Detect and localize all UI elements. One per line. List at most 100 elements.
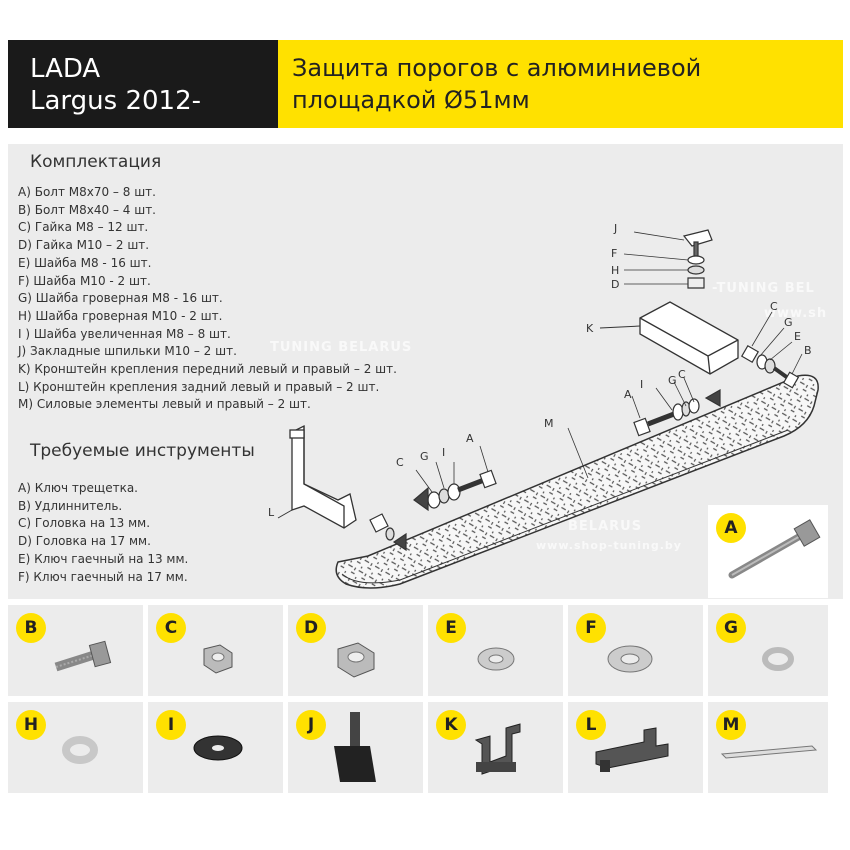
part-tile-f: F xyxy=(568,605,703,696)
kit-item: C) Гайка М8 – 12 шт. xyxy=(18,220,149,235)
part-tile-k: K xyxy=(428,702,563,793)
front-bracket xyxy=(639,301,739,375)
part-tile-a: A xyxy=(708,505,828,598)
kit-item: H) Шайба гроверная М10 - 2 шт. xyxy=(18,308,223,323)
label-c: C xyxy=(770,300,778,313)
kit-item: M) Силовые элементы левый и правый – 2 ш… xyxy=(18,397,311,412)
part-badge: D xyxy=(296,613,326,643)
label-i: I xyxy=(640,378,643,391)
product-line-1: Защита порогов с алюминиевой xyxy=(292,54,702,82)
brand-header: LADA Largus 2012- xyxy=(8,40,278,128)
label-b: B xyxy=(804,344,812,357)
part-tile-g: G xyxy=(708,605,828,696)
kit-title: Комплектация xyxy=(30,152,162,172)
label-g: G xyxy=(668,374,677,387)
kit-item: J) Закладные шпильки М10 – 2 шт. xyxy=(18,344,237,359)
kit-item: A) Болт М8х70 – 8 шт. xyxy=(18,185,156,199)
part-badge: E xyxy=(436,613,466,643)
right-fasteners xyxy=(740,311,803,389)
label-m: M xyxy=(544,417,554,430)
left-fasteners xyxy=(369,427,589,552)
part-badge: H xyxy=(16,710,46,740)
kit-item: I ) Шайба увеличенная М8 – 8 шт. xyxy=(18,326,231,341)
rear-bracket-icon xyxy=(595,727,669,772)
part-badge: C xyxy=(156,613,186,643)
kit-item: E) Шайба М8 - 16 шт. xyxy=(18,255,152,270)
part-badge: K xyxy=(436,710,466,740)
label-c: C xyxy=(678,368,686,381)
part-tile-c: C xyxy=(148,605,283,696)
kit-item: G) Шайба гроверная М8 - 16 шт. xyxy=(18,291,223,306)
label-a: A xyxy=(466,432,474,445)
spring-washer-icon xyxy=(762,647,794,671)
watermark: www.sh xyxy=(764,306,828,321)
watermark: TUNING BELARUS xyxy=(270,340,413,355)
part-badge: L xyxy=(576,710,606,740)
tools-title: Требуемые инструменты xyxy=(30,441,255,461)
part-badge: J xyxy=(296,710,326,740)
tools-list: A) Ключ трещетка. B) Удлиннитель. C) Гол… xyxy=(18,480,188,586)
label-g: G xyxy=(420,450,429,463)
stud-plate-icon xyxy=(334,712,376,782)
spring-washer-icon xyxy=(62,736,98,764)
label-l: L xyxy=(268,506,275,519)
short-bolt-icon xyxy=(54,640,112,672)
label-g: G xyxy=(784,316,793,329)
running-board-icon xyxy=(720,745,818,759)
part-badge: F xyxy=(576,613,606,643)
part-badge: A xyxy=(716,513,746,543)
tool-item: B) Удлиннитель. xyxy=(18,498,123,513)
tool-item: D) Головка на 17 мм. xyxy=(18,534,151,549)
brand-line-1: LADA xyxy=(30,54,101,84)
assembly-panel: Комплектация A) Болт М8х70 – 8 шт. B) Бо… xyxy=(8,144,843,599)
kit-list: A) Болт М8х70 – 8 шт. B) Болт М8х40 – 4 … xyxy=(18,184,397,414)
rear-bracket xyxy=(289,424,357,529)
part-tile-h: H xyxy=(8,702,143,793)
part-tile-l: L xyxy=(568,702,703,793)
kit-item: L) Кронштейн крепления задний левый и пр… xyxy=(18,379,380,394)
nut-icon xyxy=(203,644,233,674)
kit-item: F) Шайба М10 - 2 шт. xyxy=(18,273,151,288)
top-fasteners xyxy=(623,229,713,289)
wide-washer-icon xyxy=(193,735,243,761)
label-e: E xyxy=(794,330,801,343)
kit-item: K) Кронштейн крепления передний левый и … xyxy=(18,362,397,377)
middle-fasteners xyxy=(631,377,721,437)
label-j: J xyxy=(613,222,617,235)
watermark: BELARUS xyxy=(568,519,643,534)
large-washer-icon xyxy=(607,645,653,673)
tool-item: F) Ключ гаечный на 17 мм. xyxy=(18,569,188,584)
kit-item: D) Гайка М10 – 2 шт. xyxy=(18,238,150,253)
watermark: -TUNING BEL xyxy=(712,281,815,296)
washer-icon xyxy=(477,647,515,671)
label-a: A xyxy=(624,388,632,401)
product-header: Защита порогов с алюминиевой площадкой Ø… xyxy=(278,40,843,128)
part-badge: B xyxy=(16,613,46,643)
part-tile-d: D xyxy=(288,605,423,696)
label-i: I xyxy=(442,446,445,459)
part-tile-b: B xyxy=(8,605,143,696)
part-tile-m: M xyxy=(708,702,828,793)
tool-item: E) Ключ гаечный на 13 мм. xyxy=(18,551,189,566)
part-badge: I xyxy=(156,710,186,740)
label-c: C xyxy=(396,456,404,469)
front-bracket-icon xyxy=(474,723,521,775)
label-d: D xyxy=(611,278,619,291)
part-tile-i: I xyxy=(148,702,283,793)
kit-item: B) Болт М8х40 – 4 шт. xyxy=(18,202,156,217)
tool-item: C) Головка на 13 мм. xyxy=(18,516,151,531)
label-k: K xyxy=(586,322,594,335)
running-board xyxy=(335,374,819,589)
brand-line-2: Largus 2012- xyxy=(30,86,201,116)
large-nut-icon xyxy=(337,642,375,678)
assembly-diagram: J F H D K C G E B A I G C M C G I A L xyxy=(268,222,819,589)
tool-item: A) Ключ трещетка. xyxy=(18,481,138,495)
product-line-2: площадкой Ø51мм xyxy=(292,86,530,114)
label-h: H xyxy=(611,264,619,277)
label-f: F xyxy=(611,247,617,260)
part-badge: G xyxy=(716,613,746,643)
part-tile-j: J xyxy=(288,702,423,793)
bolt-icon xyxy=(728,519,821,579)
part-badge: M xyxy=(716,710,746,740)
part-tile-e: E xyxy=(428,605,563,696)
